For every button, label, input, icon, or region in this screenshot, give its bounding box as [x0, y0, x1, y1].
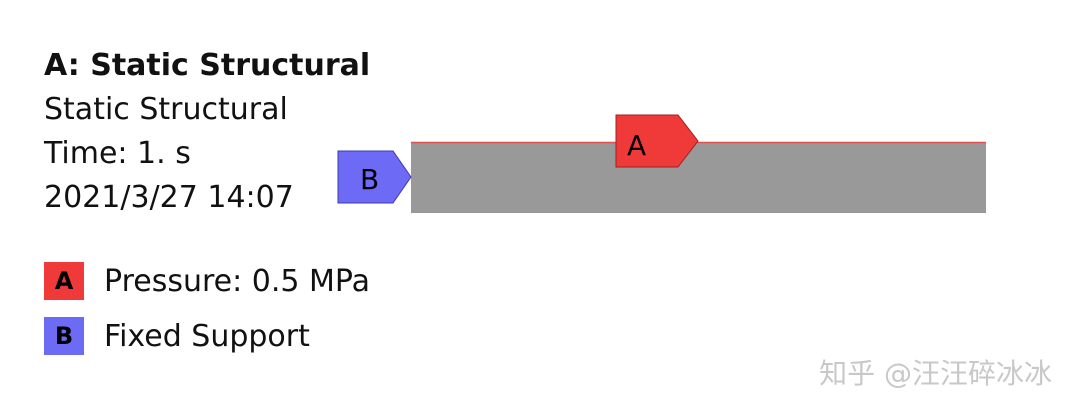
- marker-b-letter: B: [360, 163, 379, 196]
- beam-body: [411, 142, 986, 213]
- time-label: Time: 1. s: [44, 136, 191, 171]
- analysis-type: Static Structural: [44, 92, 288, 127]
- legend: A Pressure: 0.5 MPa B Fixed Support: [44, 262, 370, 372]
- marker-b-fixed-support[interactable]: [337, 150, 412, 204]
- legend-swatch-a: A: [44, 262, 84, 300]
- legend-item-pressure: A Pressure: 0.5 MPa: [44, 262, 370, 300]
- legend-item-fixed-support: B Fixed Support: [44, 317, 370, 355]
- marker-a-pressure[interactable]: [615, 114, 699, 168]
- legend-label-fixed-support: Fixed Support: [104, 318, 310, 354]
- legend-label-pressure: Pressure: 0.5 MPa: [104, 263, 371, 299]
- legend-swatch-b: B: [44, 317, 84, 355]
- info-panel: A: Static Structural Static Structural T…: [44, 44, 370, 220]
- watermark: 知乎 @汪汪碎冰冰: [819, 357, 1052, 390]
- analysis-title: A: Static Structural: [44, 48, 371, 83]
- marker-a-letter: A: [627, 129, 646, 162]
- datetime-label: 2021/3/27 14:07: [44, 180, 294, 215]
